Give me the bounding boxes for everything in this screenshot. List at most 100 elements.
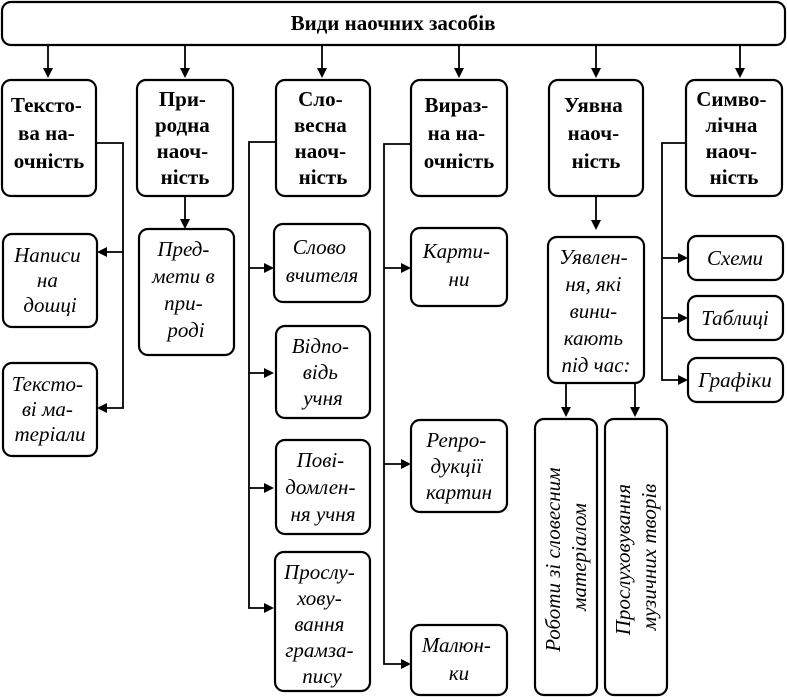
label-line: Уявлен- — [559, 245, 627, 269]
node-label: Прослу- хову- вання грамза- пису — [283, 560, 360, 688]
node-napysy: Написи на дошці — [1, 232, 99, 329]
label-line: картин — [426, 480, 492, 504]
title-node: Види наочних засобів — [0, 0, 787, 47]
label-line: ність — [299, 165, 348, 189]
label-line: Написи — [13, 243, 81, 267]
category-label: Сло- весна наоч- ність — [294, 87, 352, 189]
label-line: Слово — [293, 235, 346, 259]
node-hrafiky: Графіки — [686, 356, 785, 404]
label-line: ня, які — [565, 272, 621, 296]
label-line: Таблиці — [701, 306, 769, 330]
node-povidomlennia-uchnia: Пові- домлен- ня учня — [274, 438, 372, 536]
label-line: Прослу- — [283, 560, 355, 584]
label-line: хову- — [296, 586, 342, 610]
label-line: Вираз- — [425, 93, 489, 117]
node-tablytsi: Таблиці — [686, 294, 785, 342]
label-line: очність — [424, 149, 494, 173]
label-line: вання — [294, 612, 344, 636]
node-kartyny: Карти- ни — [409, 226, 509, 308]
label-line: кають — [564, 326, 623, 350]
label-line: відь — [303, 360, 338, 384]
node-proslukhovuvannia-tvoriv: Прослуховування музичних творів — [603, 417, 669, 697]
node-tekstovi-materialy: Тексто- ві ма- теріали — [1, 361, 99, 458]
label-line: грамза- — [285, 638, 353, 662]
label-line: домлен- — [285, 475, 355, 499]
category-slovesna: Сло- весна наоч- ність — [274, 78, 372, 198]
category-symvolichna: Симво- лічна наоч- ність — [684, 78, 784, 198]
label-line: Малюн- — [421, 633, 491, 657]
node-label: Відпо- відь учня — [292, 334, 355, 410]
label-line: вини- — [570, 299, 618, 323]
label-line: Відпо- — [292, 334, 349, 358]
node-label: Тексто- ві ма- теріали — [12, 372, 89, 446]
label-line: весна — [294, 113, 347, 137]
category-label: Вираз- на на- очність — [424, 93, 494, 173]
label-line: Пові- — [296, 448, 345, 472]
label-line: ність — [161, 165, 210, 189]
node-label: Уявлен- ня, які вини- кають під час: — [559, 245, 633, 377]
node-label: Малюн- ки — [421, 633, 496, 685]
label-line: ність — [572, 149, 621, 173]
label-line: очність — [14, 149, 84, 173]
category-label: Симво- лічна наоч- ність — [696, 87, 772, 189]
node-skhemy: Схеми — [686, 234, 785, 282]
node-label: Прослуховування музичних творів — [611, 479, 661, 636]
label-line: ни — [449, 267, 470, 291]
label-line: ність — [710, 165, 759, 189]
category-vyrazna: Вираз- на на- очність — [409, 78, 509, 198]
label-line: роді — [165, 318, 204, 342]
label-line: наоч- — [295, 139, 346, 163]
category-label: При- родна наоч- ність — [155, 87, 215, 189]
label-line: матеріалом — [567, 503, 591, 612]
node-label: Роботи зі словесним матеріалом — [541, 462, 591, 653]
label-line: родна — [155, 113, 210, 137]
label-line: ва на- — [18, 121, 75, 145]
label-line: дошці — [23, 293, 76, 317]
node-label: Пові- домлен- ня учня — [285, 448, 360, 526]
label-line: лічна — [705, 113, 758, 137]
label-line: Графіки — [697, 368, 771, 392]
node-maliunky: Малюн- ки — [409, 623, 509, 697]
label-line: ня учня — [291, 502, 356, 526]
node-reproduktsii: Репро- дукції картин — [409, 418, 509, 514]
category-label: Тексто- ва на- очність — [11, 93, 87, 173]
label-line: наоч- — [568, 121, 619, 145]
node-label: Схеми — [707, 246, 763, 270]
node-predmety: Пред- мети в при- роді — [137, 227, 236, 357]
node-label: Репро- дукції картин — [425, 428, 492, 504]
label-line: учня — [301, 386, 343, 410]
label-line: Тексто- — [12, 372, 83, 396]
label-line: Пред- — [156, 237, 209, 261]
label-line: на на- — [428, 121, 485, 145]
label-line: теріали — [15, 422, 86, 446]
node-roboty: Роботи зі словесним матеріалом — [533, 417, 599, 697]
node-proslukhovuvannia-gramzapysu: Прослу- хову- вання грамза- пису — [273, 550, 372, 693]
node-label: Таблиці — [701, 306, 769, 330]
label-line: при- — [164, 291, 203, 315]
category-pryrodna: При- родна наоч- ність — [135, 78, 235, 198]
label-line: Прослуховування — [611, 484, 635, 636]
label-line: Репро- — [425, 428, 486, 452]
label-line: вчителя — [286, 263, 359, 287]
connectors — [47, 45, 741, 665]
arrowheads — [43, 68, 745, 669]
node-vidpovid-uchnia: Відпо- відь учня — [274, 324, 372, 420]
label-line: ки — [449, 661, 469, 685]
label-line: музичних творів — [637, 484, 661, 632]
title-text: Види наочних засобів — [291, 11, 496, 35]
category-uiavna: Уявна наоч- ність — [547, 78, 645, 198]
label-line: наоч- — [706, 139, 757, 163]
label-line: Схеми — [707, 246, 763, 270]
node-label: Написи на дошці — [13, 243, 86, 317]
node-uiavlennia: Уявлен- ня, які вини- кають під час: — [546, 235, 646, 385]
label-line: Карти- — [422, 239, 490, 263]
node-slovo-vchytelia: Слово вчителя — [272, 222, 372, 304]
label-line: Тексто- — [11, 93, 82, 117]
label-line: При- — [159, 87, 206, 111]
node-label: Карти- ни — [422, 239, 496, 291]
label-line: під час: — [561, 353, 630, 377]
label-line: пису — [302, 664, 342, 688]
category-textova: Тексто- ва на- очність — [0, 78, 98, 198]
label-line: на — [37, 268, 58, 292]
